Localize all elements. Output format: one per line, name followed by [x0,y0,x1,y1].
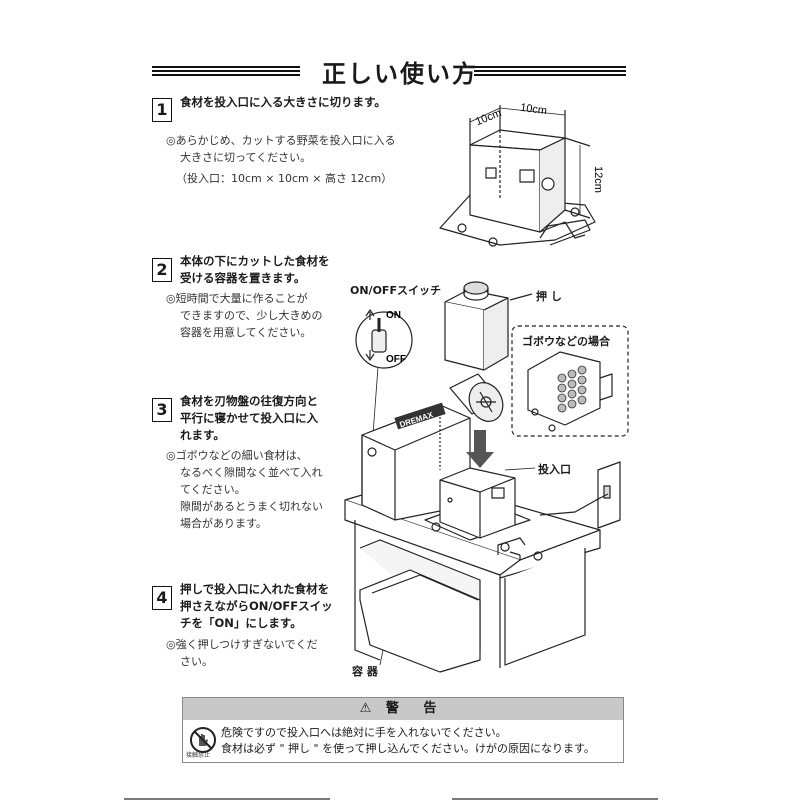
switch-label: ON/OFFスイッチ [350,284,441,297]
dim-depth-label: 10cm [519,102,547,118]
step-4-title-3-pre: チを「 [180,616,215,630]
step-3-note-3: てください。 [180,483,246,496]
no-touch-icon [190,727,216,753]
dim-height-label: 12cm [592,166,604,193]
machine-drawing [344,404,606,673]
title-rule-right [474,66,626,78]
step-4-title-3: チを「ON」にします。 [180,615,302,632]
step-3-number: 3 [152,398,172,422]
step-4-note-1: ◎強く押しつけすぎないでくだ [166,638,318,651]
step-3-note-4: 隙間があるとうまく切れない [180,500,323,513]
pusher-label: 押 し [536,290,562,303]
container-label: 容 器 [352,665,378,678]
hopper-dimension-diagram [439,105,596,247]
step-2-title-2: 受ける容器を置きます。 [180,271,306,285]
step-3-note-5: 場合があります。 [180,517,267,530]
step-2-title-1: 本体の下にカットした食材を [180,254,330,268]
switch-on-label: ON [386,310,401,321]
title-rule-left [152,66,300,78]
page-title: 正しい使い方 [322,60,478,88]
warning-box: ⚠ 警 告 接触禁止 危険ですので投入口へは絶対に手を入れないでください。 食材… [182,697,624,763]
step-4-title-1: 押しで投入口に入れた食材を [180,582,330,596]
step-3-note-1: ◎ゴボウなどの細い食材は、 [166,449,308,462]
warning-triangle-icon: ⚠ [359,701,372,716]
switch-off-label: OFF [386,354,406,365]
step-4-title-3-post: 」にします。 [233,616,302,630]
step-4-note-2: さい。 [180,655,213,668]
warning-heading: ⚠ 警 告 [183,698,623,720]
burdock-label: ゴボウなどの場合 [522,335,610,348]
warning-line-2: 食材は必ず " 押し " を使って押し込んでください。けがの原因になります。 [221,742,595,755]
step-2-note-2: できますので、少し大きめの [180,309,323,322]
step-2-number: 2 [152,258,172,282]
step-1-note-2: 大きさに切ってください。 [180,151,312,164]
wall-outlet [595,461,621,529]
step-2-note-1: ◎短時間で大量に作ることが [166,292,308,305]
warning-heading-text: 警 告 [385,701,447,716]
insert-arrow [466,430,494,468]
step-3-title-3: れます。 [180,428,225,442]
burdock-inset [511,325,629,437]
no-touch-caption: 接触禁止 [186,752,211,759]
step-4-number: 4 [152,586,172,610]
step-3-title-2: 平行に寝かせて投入口に入 [180,411,318,425]
dim-width-label: 10cm [474,107,503,128]
step-3-title-1: 食材を刃物盤の往復方向と [180,394,318,408]
step-1-title: 食材を投入口に入る大きさに切ります。 [180,95,386,109]
step-1-note-3: （投入口：10cm × 10cm × 高さ 12cm） [176,172,393,185]
food-roll [449,373,504,422]
footer-rule-right [452,798,658,800]
step-4-title-2: 押さえながらON/OFFスイッ [180,599,333,613]
pusher-drawing [444,281,533,371]
step-1-note-1: ◎あらかじめ、カットする野菜を投入口に入る [166,134,396,147]
inlet-label: 投入口 [538,463,571,476]
warning-line-1: 危険ですので投入口へは絶対に手を入れないでください。 [221,726,507,739]
footer-rule-left [124,798,330,800]
step-4-on-emphasis: ON [214,616,234,630]
step-1-number: 1 [152,98,172,122]
step-2-note-3: 容器を用意してください。 [180,326,312,339]
step-3-note-2: なるべく隙間なく並べて入れ [180,466,323,479]
